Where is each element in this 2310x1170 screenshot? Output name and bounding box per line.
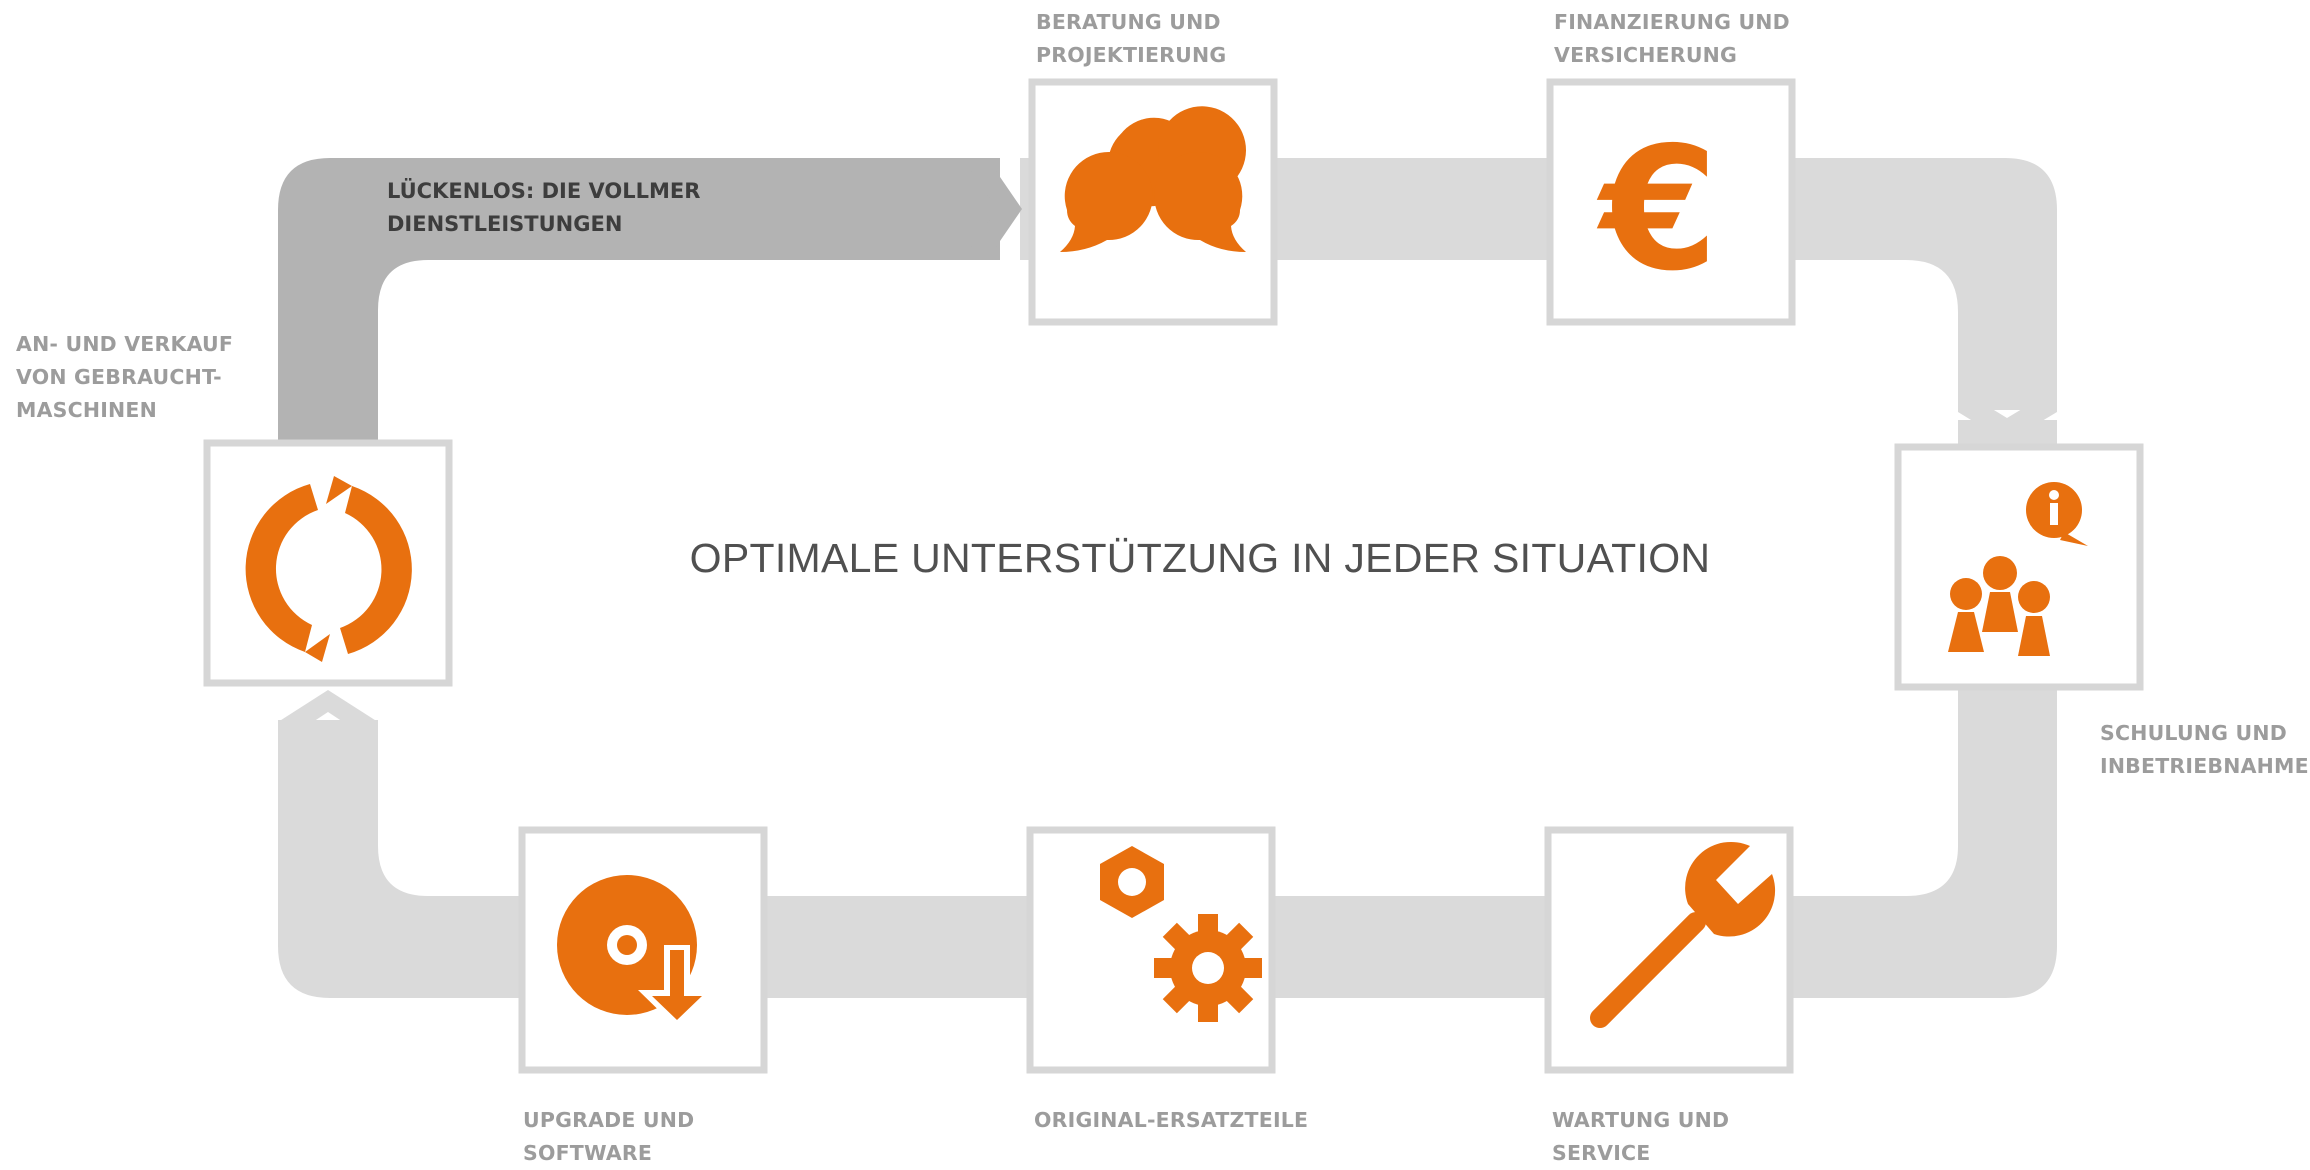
track-top-left-dark (278, 158, 1000, 445)
chevron-right-icon (1478, 158, 1538, 260)
cycle-track (278, 158, 2057, 998)
step-box-finanzierung[interactable] (1546, 78, 1796, 326)
track-chevrons (278, 158, 2057, 998)
chevron-down-icon (1958, 388, 2057, 442)
diagram-title: OPTIMALE UNTERSTÜTZUNG IN JEDER SITUATIO… (689, 535, 1711, 581)
people-info-icon (1948, 482, 2088, 656)
svg-text:€: € (1596, 111, 1718, 309)
circular-arrows-icon (245, 476, 412, 662)
step-box-schulung[interactable] (1894, 443, 2144, 691)
bubble-exclamation (1154, 152, 1246, 252)
banner-text: LÜCKENLOS: DIE VOLLMER DIENSTLEISTUNGEN (387, 175, 700, 241)
banner-line: LÜCKENLOS: DIE VOLLMER (387, 179, 701, 203)
chevron-right-icon (962, 158, 1022, 260)
disc-download-icon (557, 875, 716, 1028)
chevron-up-icon (278, 690, 378, 745)
bubble-question (1060, 152, 1153, 252)
step-label-ersatzteile: ORIGINAL-ERSATZTEILE (1034, 1108, 1309, 1132)
nut-and-gear-icon (1100, 846, 1262, 1022)
track-right-bottom (278, 420, 2057, 998)
wrench-icon (1590, 841, 1776, 1028)
banner-line: DIENSTLEISTUNGEN (387, 212, 623, 236)
track-top-right (1020, 158, 2057, 410)
euro-icon: € (1596, 111, 1718, 309)
